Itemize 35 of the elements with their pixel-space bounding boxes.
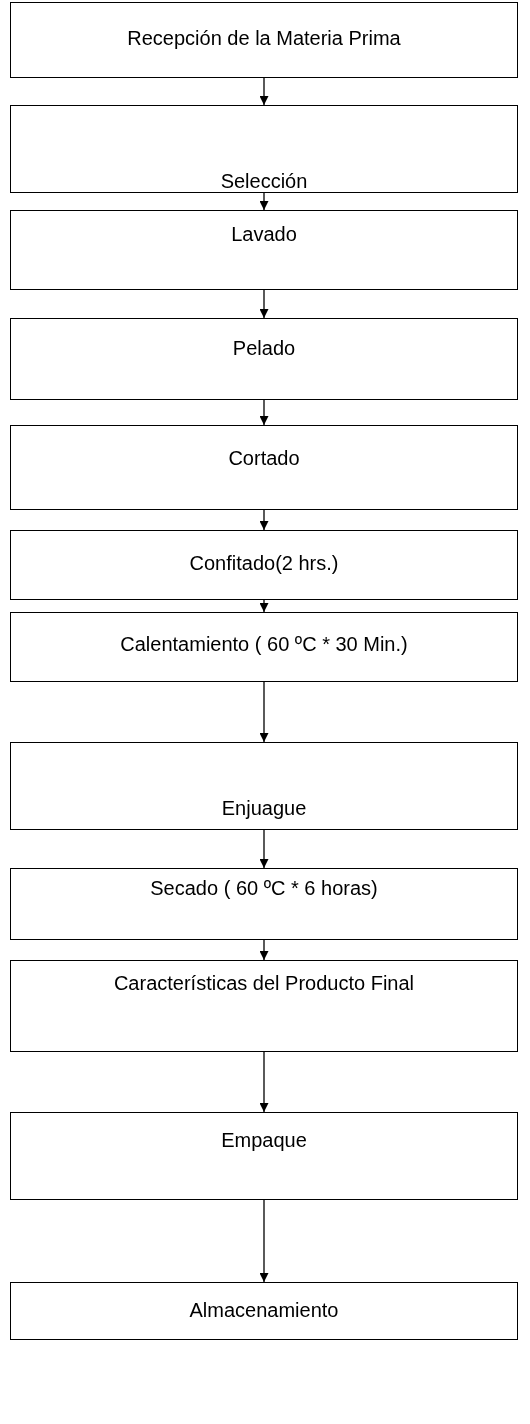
arrow (259, 509, 269, 531)
step-label: Recepción de la Materia Prima (126, 27, 402, 50)
arrow (259, 681, 269, 743)
step-label: Características del Producto Final (112, 972, 416, 995)
step-label: Calentamiento ( 60 ºC * 30 Min.) (119, 633, 409, 656)
arrow (259, 1199, 269, 1283)
process-box (10, 2, 518, 78)
arrow (259, 599, 269, 613)
arrow (259, 939, 269, 961)
step-label: Cortado (227, 447, 301, 470)
step-label: Empaque (220, 1129, 308, 1152)
arrow (259, 829, 269, 869)
process-box (10, 742, 518, 830)
process-box (10, 105, 518, 193)
step-label: Almacenamiento (188, 1299, 340, 1322)
process-box (10, 1112, 518, 1200)
process-box (10, 868, 518, 940)
arrow (259, 192, 269, 211)
process-box (10, 530, 518, 600)
step-label: Pelado (231, 337, 297, 360)
process-box (10, 425, 518, 510)
arrow (259, 77, 269, 106)
process-box (10, 210, 518, 290)
step-label: Secado ( 60 ºC * 6 horas) (149, 877, 379, 900)
arrow (259, 1051, 269, 1113)
process-box (10, 1282, 518, 1340)
process-box (10, 960, 518, 1052)
arrow (259, 399, 269, 426)
process-box (10, 318, 518, 400)
process-box (10, 612, 518, 682)
step-label: Lavado (230, 223, 298, 246)
step-label: Enjuague (220, 797, 308, 820)
step-label: Selección (219, 170, 309, 193)
step-label: Confitado(2 hrs.) (188, 552, 340, 575)
arrow (259, 289, 269, 319)
